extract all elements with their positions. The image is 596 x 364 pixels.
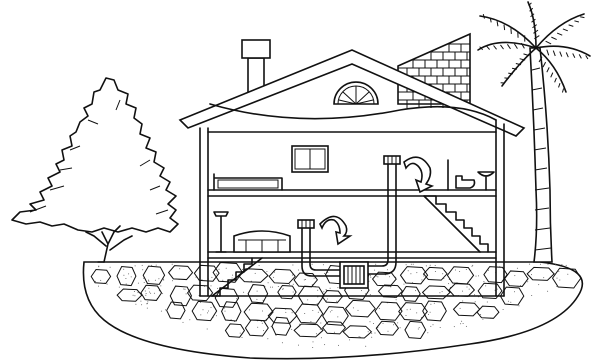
airflow-arrow-upper xyxy=(403,156,435,194)
stone xyxy=(191,300,218,322)
stone xyxy=(166,301,186,320)
sink xyxy=(477,171,495,191)
stone xyxy=(293,323,324,338)
stone xyxy=(244,319,269,337)
stone xyxy=(551,267,582,289)
floor-lamp xyxy=(213,211,229,253)
stone xyxy=(142,265,166,285)
stone xyxy=(247,284,269,304)
stone xyxy=(371,271,397,287)
stone xyxy=(186,284,214,302)
stone xyxy=(477,282,503,300)
stone xyxy=(421,285,451,300)
stone xyxy=(322,306,349,326)
stone xyxy=(344,299,376,318)
stone xyxy=(422,300,447,322)
palm-tree xyxy=(477,1,591,263)
stone xyxy=(116,266,137,287)
staircase-lower xyxy=(211,257,263,297)
stone xyxy=(169,285,193,307)
stone xyxy=(237,268,269,283)
stone xyxy=(224,323,246,338)
stone xyxy=(221,301,242,322)
stone xyxy=(271,316,292,336)
stone xyxy=(476,305,500,319)
bed xyxy=(213,173,283,191)
arched-window xyxy=(333,81,379,105)
airflow-arrow-lower xyxy=(319,215,353,246)
stone xyxy=(342,325,373,339)
living-room-sofa xyxy=(233,230,291,253)
stone xyxy=(446,266,475,285)
stone xyxy=(268,268,296,285)
stone xyxy=(167,265,194,281)
stone xyxy=(243,302,274,322)
duct xyxy=(301,163,397,277)
stone xyxy=(90,268,112,284)
staircase-upper xyxy=(423,195,489,253)
stone xyxy=(374,301,403,321)
stone xyxy=(499,286,525,306)
stone xyxy=(399,266,429,285)
stone xyxy=(294,303,324,324)
house xyxy=(178,49,526,297)
stone xyxy=(140,284,163,301)
deciduous-tree xyxy=(11,77,179,263)
stone xyxy=(375,320,400,336)
stone xyxy=(400,285,421,302)
supply-vent-upper xyxy=(383,155,401,165)
stone xyxy=(526,266,555,281)
stone xyxy=(422,266,448,281)
supply-vent-lower xyxy=(297,219,315,229)
stone xyxy=(398,302,428,321)
upper-window xyxy=(291,145,329,173)
stone xyxy=(277,284,297,300)
stone xyxy=(504,270,529,287)
stone xyxy=(322,321,347,335)
stone xyxy=(404,320,427,339)
radon-fan-unit xyxy=(339,261,369,289)
stone xyxy=(293,272,319,288)
toilet xyxy=(455,175,476,189)
